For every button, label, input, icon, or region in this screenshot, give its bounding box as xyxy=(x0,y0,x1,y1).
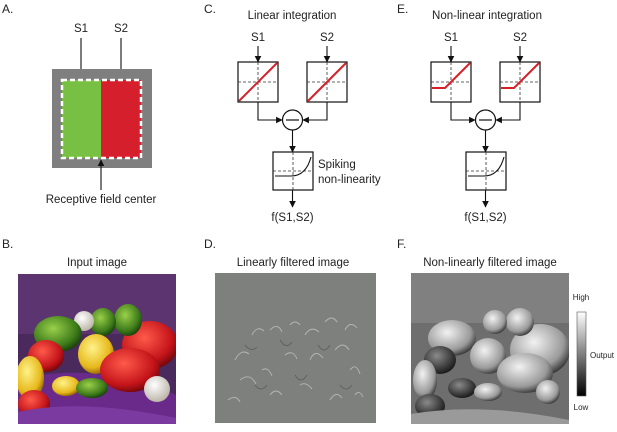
panel-c-nonlin-label-1: Spiking xyxy=(318,159,356,171)
panel-c-title: Linear integration xyxy=(248,10,337,22)
panel-e-rectified-box-s2 xyxy=(499,61,541,103)
panel-e-s1-label: S1 xyxy=(444,32,458,44)
panel-e-output-label: f(S1,S2) xyxy=(464,212,506,224)
panel-f-letter: F. xyxy=(397,237,406,251)
panel-e-s2-to-sum-arrow xyxy=(495,102,521,124)
panel-d-title: Linearly filtered image xyxy=(237,257,350,269)
panel-a-s2-label: S2 xyxy=(114,23,128,35)
panel-b-title: Input image xyxy=(67,257,127,269)
panel-c-linear-box-s1 xyxy=(237,61,279,103)
panel-c-output-label: f(S1,S2) xyxy=(271,212,313,224)
panel-c-nonlin-label-2: non-linearity xyxy=(318,174,381,186)
panel-e-title: Non-linear integration xyxy=(432,10,542,22)
panel-b-letter: B. xyxy=(2,237,13,251)
colorbar-output-label: Output xyxy=(590,351,615,360)
panel-e-summation-node xyxy=(474,109,497,131)
panel-c-s2-label: S2 xyxy=(320,32,334,44)
panel-a-s1-label: S1 xyxy=(74,23,88,35)
panel-c-letter: C. xyxy=(204,2,216,16)
panel-c-s1-label: S1 xyxy=(251,32,265,44)
output-colorbar xyxy=(576,311,587,397)
receptive-field-right-half xyxy=(101,80,141,158)
panel-c-spiking-nonlinearity-box xyxy=(272,151,314,191)
panel-e-rectified-box-s1 xyxy=(430,61,472,103)
receptive-field-left-half xyxy=(62,80,101,158)
panel-e-letter: E. xyxy=(397,2,408,16)
panel-d-letter: D. xyxy=(204,237,216,251)
panel-c-s1-to-sum-arrow xyxy=(257,102,283,124)
panel-a-letter: A. xyxy=(2,2,13,16)
panel-c-s2-to-sum-arrow xyxy=(302,102,328,124)
input-image-peppers xyxy=(18,274,176,424)
panel-e-s1-to-sum-arrow xyxy=(450,102,476,124)
panel-a-caption: Receptive field center xyxy=(46,194,157,206)
receptive-field-center-outline xyxy=(60,78,143,160)
linearly-filtered-image xyxy=(215,273,376,423)
panel-c-linear-box-s2 xyxy=(306,61,348,103)
panel-f-title: Non-linearly filtered image xyxy=(423,257,557,269)
panel-c-summation-node xyxy=(281,109,304,131)
non-linearly-filtered-image xyxy=(411,273,569,424)
colorbar-low-label: Low xyxy=(574,403,589,412)
panel-e-spiking-nonlinearity-box xyxy=(465,151,507,191)
panel-e-s2-label: S2 xyxy=(513,32,527,44)
colorbar-high-label: High xyxy=(573,293,589,302)
